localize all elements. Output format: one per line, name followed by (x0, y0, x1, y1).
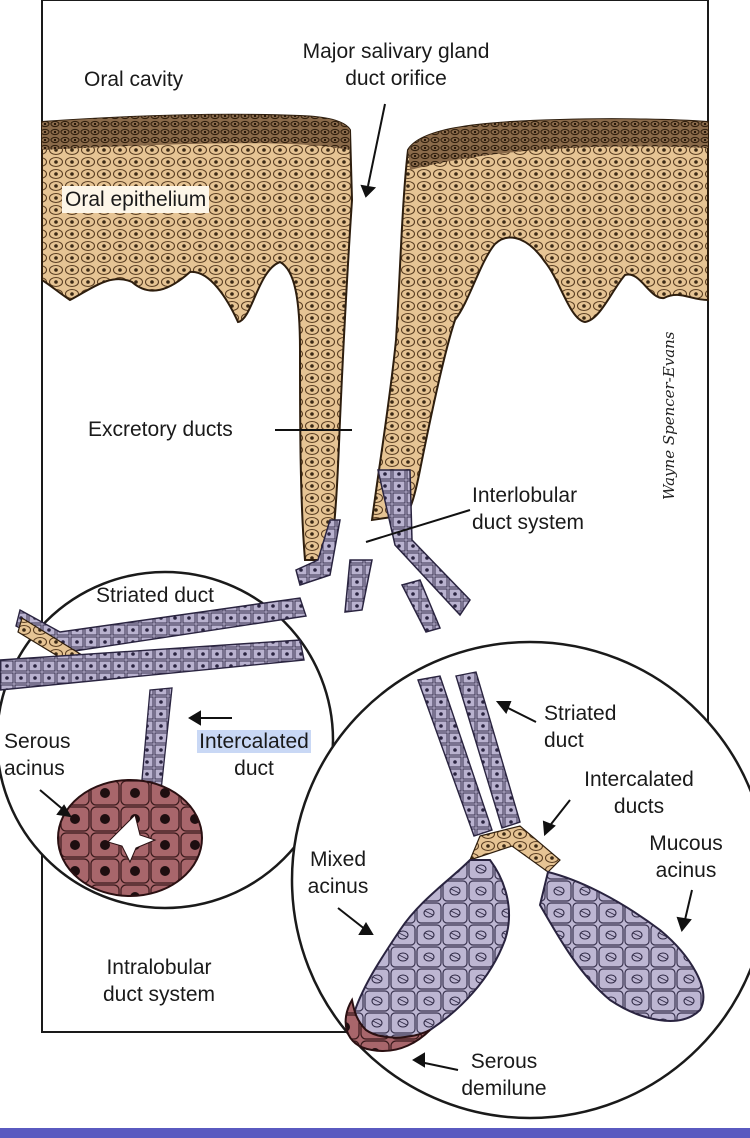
right-circle-contents (344, 671, 705, 1052)
intercalated-left-arrow-head (188, 710, 201, 726)
oral-epithelium-right-surface (408, 119, 708, 170)
striated-duct-right-left-limb (417, 675, 493, 837)
striated-right-arrow-head (495, 701, 512, 714)
serous-demilune-arrow-head (412, 1052, 425, 1068)
interlobular-branch-1 (344, 559, 373, 613)
intercalated-right-arrow-line (547, 799, 571, 829)
label-serous-acinus: Serous acinus (4, 728, 71, 782)
label-mixed-acinus-line2: acinus (307, 875, 369, 898)
striated-duct-lower (0, 639, 305, 691)
interlobular-duct-left-wall (295, 519, 341, 586)
oral-epithelium-left-surface (42, 114, 350, 150)
label-duct-orifice-line1: Major salivary gland (302, 40, 490, 63)
label-striated-duct-right-line1: Striated (544, 702, 617, 725)
mixed-acinus-arrow-line (337, 907, 367, 931)
label-oral-epithelium: Oral epithelium (62, 186, 210, 213)
label-serous-demilune: Serous demilune (454, 1048, 554, 1102)
striated-duct-upper (15, 597, 307, 653)
label-serous-demilune-line2: demilune (461, 1077, 547, 1100)
artist-signature: Wayne Spencer-Evans (660, 331, 678, 501)
orifice-arrow-head (360, 184, 377, 198)
intercalated-right-arrow-head (542, 820, 556, 837)
label-mucous-acinus: Mucous acinus (636, 830, 736, 884)
interlobular-branch-2 (400, 579, 442, 633)
label-intralobular-line1: Intralobular (106, 956, 212, 979)
leader-lines (39, 103, 693, 1071)
label-duct-orifice-line2: duct orifice (345, 67, 447, 90)
serous-acinus-left-arrow-head (56, 804, 72, 818)
label-mixed-acinus-line1: Mixed (309, 848, 367, 871)
label-oral-cavity: Oral cavity (84, 68, 184, 91)
label-intercalated-ducts-right-line1: Intercalated (584, 768, 694, 791)
label-excretory-ducts: Excretory ducts (88, 418, 233, 441)
label-mucous-acinus-line1: Mucous (649, 832, 723, 855)
striated-right-arrow-line (503, 705, 537, 723)
label-intercalated-ducts-right-line2: ducts (613, 795, 665, 818)
interlobular-duct-right-wall (377, 469, 471, 617)
label-striated-duct-right-line2: duct (544, 729, 584, 752)
label-serous-demilune-line1: Serous (470, 1050, 538, 1073)
striated-duct-right-right-limb (455, 671, 521, 829)
serous-acinus-lumen (107, 814, 157, 864)
mucous-acinus (538, 870, 705, 1022)
label-intralobular-line2: duct system (102, 983, 216, 1006)
label-mixed-acinus: Mixed acinus (296, 846, 380, 900)
label-striated-duct-right: Striated duct (544, 700, 616, 754)
label-serous-acinus-line1: Serous (4, 730, 71, 753)
label-intercalated-duct-left-line1: Intercalated (197, 730, 311, 753)
bottom-accent-bar (0, 1128, 750, 1138)
label-intercalated-duct-left: Intercalated duct (186, 728, 322, 782)
orifice-arrow-line (367, 103, 386, 187)
interlobular-leader (365, 509, 471, 543)
mucous-acinus-arrow-head (676, 916, 692, 933)
label-duct-orifice: Major salivary gland duct orifice (278, 38, 514, 92)
label-interlobular: Interlobular duct system (472, 482, 584, 536)
label-mucous-acinus-line2: acinus (655, 859, 717, 882)
serous-demilune-arrow-line (419, 1061, 459, 1071)
label-interlobular-line2: duct system (472, 511, 585, 534)
serous-demilune (344, 997, 431, 1052)
mixed-acinus-arrow-head (358, 922, 374, 935)
left-circle-contents (0, 597, 307, 897)
label-intralobular: Intralobular duct system (72, 954, 246, 1008)
label-intercalated-duct-left-line2: duct (234, 757, 274, 780)
label-intercalated-ducts-right: Intercalated ducts (566, 766, 712, 820)
label-serous-acinus-line2: acinus (4, 757, 65, 780)
label-interlobular-line1: Interlobular (472, 484, 578, 507)
label-striated-duct-left: Striated duct (96, 584, 214, 607)
